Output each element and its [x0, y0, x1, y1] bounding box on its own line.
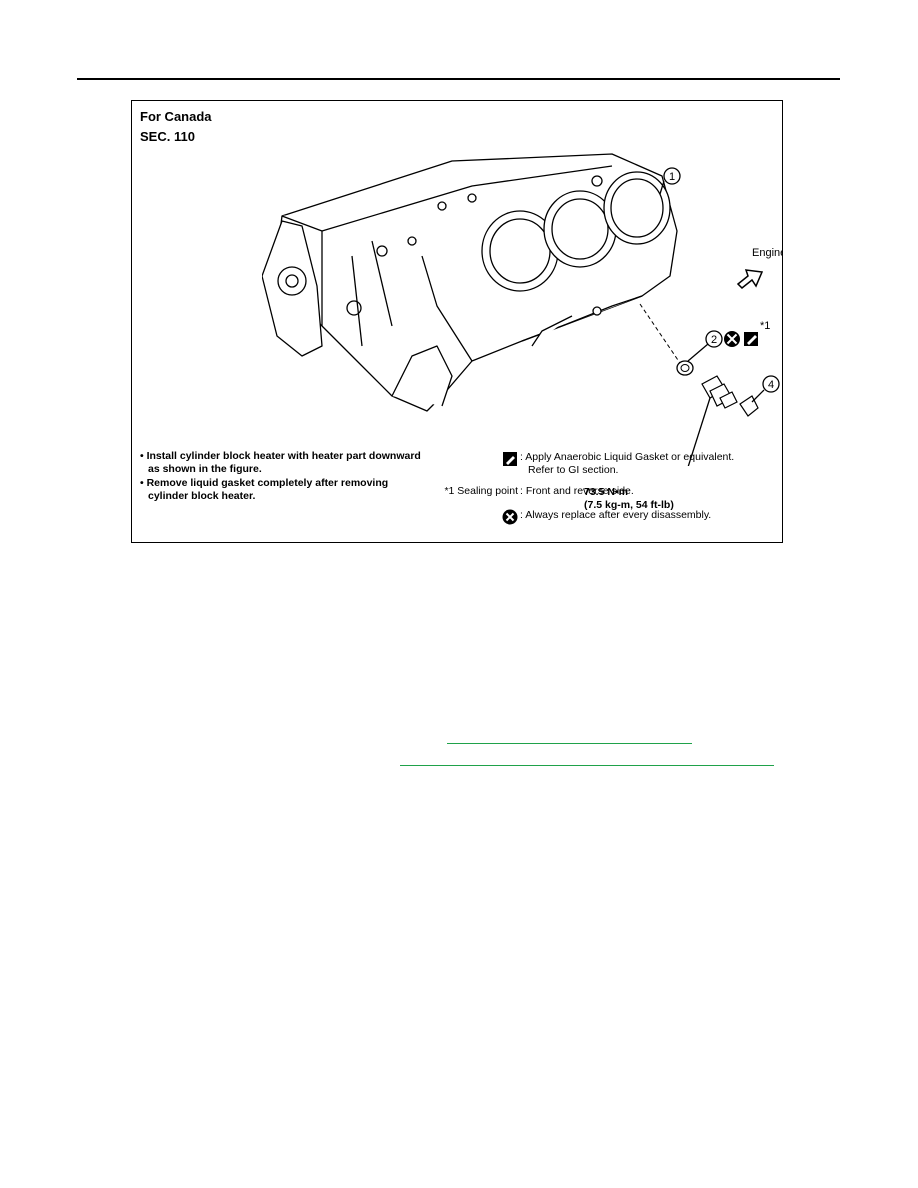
legend-gasket-ref: Refer to GI section. — [528, 464, 619, 476]
torque-alt: (7.5 kg-m, 54 ft-lb) — [584, 499, 674, 511]
liquid-gasket-icon — [503, 452, 517, 466]
callout-3 — [687, 397, 711, 466]
arrow-icon — [736, 269, 764, 290]
callout-1-number: 1 — [669, 171, 675, 183]
install-guide-line — [639, 303, 683, 367]
callout-4 — [751, 375, 780, 403]
liquid-gasket-icon — [744, 332, 758, 346]
legend-sealing-key: *1 Sealing point — [444, 485, 518, 497]
legend-row-sealing: *1 Sealing point : Front and reverse sid… — [422, 485, 782, 503]
callout-2-number: 2 — [711, 334, 717, 346]
callout-4-number: 4 — [768, 379, 774, 391]
legend: : Apply Anaerobic Liquid Gasket or equiv… — [422, 451, 782, 533]
legend-row-gasket: : Apply Anaerobic Liquid Gasket or equiv… — [422, 451, 782, 479]
note-item: • Remove liquid gasket completely after … — [140, 477, 389, 502]
legend-replace-text: : Always replace after every disassembly… — [520, 509, 712, 521]
torque-value: 73.5 N•m — [584, 486, 628, 498]
washer-part — [676, 360, 694, 376]
top-rule — [77, 78, 840, 80]
link-underline[interactable] — [447, 743, 692, 744]
notes-list: • Install cylinder block heater with hea… — [140, 450, 430, 504]
legend-sealing-text: : Front and reverse side. — [520, 485, 634, 497]
engine-front-label: Engine front — [752, 247, 782, 259]
torque-spec: 73.5 N•m (7.5 kg-m, 54 ft-lb) — [584, 486, 674, 512]
sealing-ref: *1 — [760, 320, 770, 332]
cylinder-block-drawing — [262, 153, 678, 412]
legend-row-replace: : Always replace after every disassembly… — [422, 509, 782, 527]
heater-part — [701, 375, 738, 409]
figure-title: For Canada — [140, 109, 212, 124]
legend-gasket-text: : Apply Anaerobic Liquid Gasket or equiv… — [520, 451, 735, 463]
link-underline[interactable] — [400, 765, 774, 766]
replace-part-icon — [724, 331, 740, 347]
engine-illustration: 1 2 *1 3 4 — [262, 153, 782, 466]
figure-box: For Canada SEC. 110 — [131, 100, 783, 543]
replace-part-icon — [502, 509, 518, 525]
callout-1 — [659, 167, 681, 195]
callout-2 — [687, 330, 723, 362]
section-label: SEC. 110 — [140, 129, 195, 144]
note-item: • Install cylinder block heater with hea… — [140, 450, 421, 475]
